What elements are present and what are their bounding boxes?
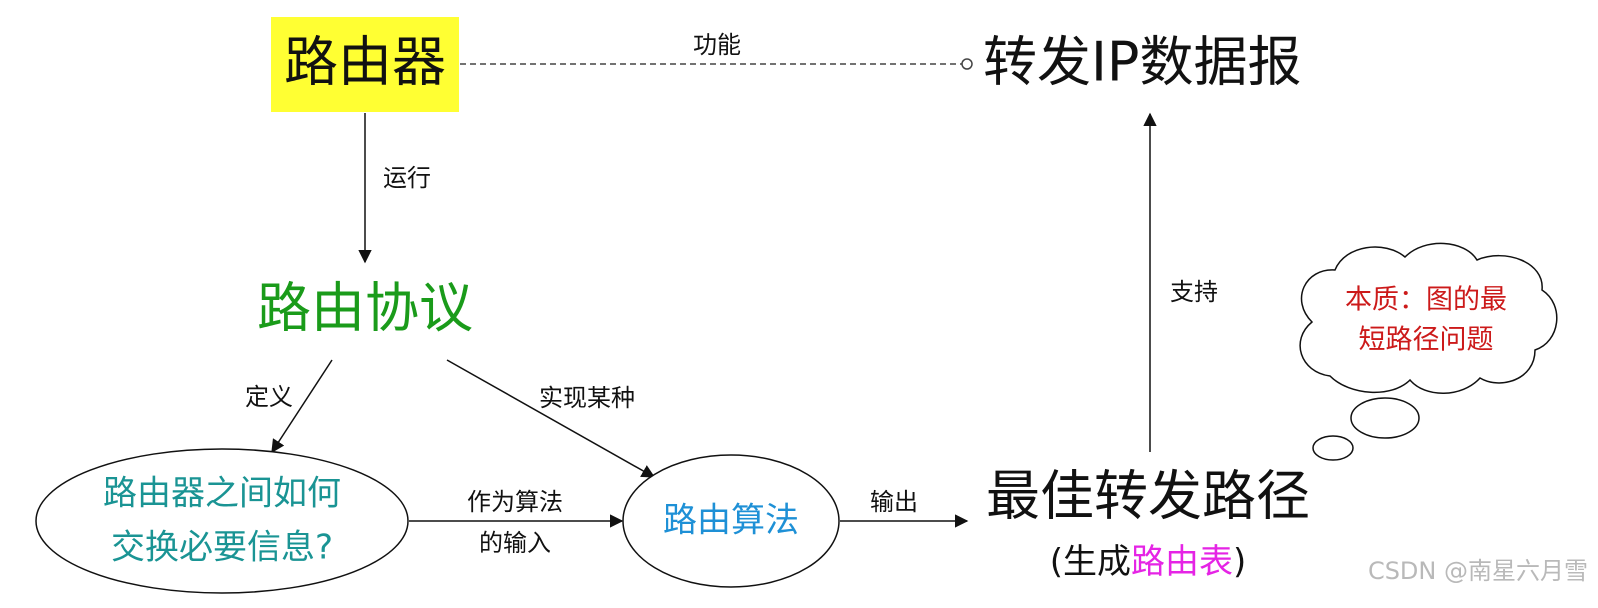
routing-algorithm-node: 路由算法 bbox=[622, 454, 840, 588]
thought-cloud: 本质：图的最 短路径问题 bbox=[1299, 242, 1558, 461]
implement-label: 实现某种 bbox=[539, 384, 635, 412]
as-input-line-2: 的输入 bbox=[479, 529, 551, 557]
edge-function: 功能 bbox=[460, 31, 973, 70]
exchange-info-node: 路由器之间如何 交换必要信息? bbox=[35, 448, 409, 594]
thought-bubble-medium bbox=[1350, 397, 1420, 439]
implement-arrow bbox=[446, 359, 656, 478]
routing-protocol-label: 路由协议 bbox=[257, 277, 473, 340]
routing-table-close-paren: ) bbox=[1233, 542, 1246, 582]
edge-define: 定义 bbox=[245, 359, 333, 454]
as-input-line-1: 作为算法 bbox=[467, 488, 563, 516]
exchange-info-ellipse bbox=[35, 448, 409, 594]
router-label: 路由器 bbox=[284, 31, 446, 94]
define-label: 定义 bbox=[245, 383, 293, 411]
router-node: 路由器 bbox=[271, 17, 459, 112]
support-label: 支持 bbox=[1170, 278, 1218, 306]
routing-table-highlight: 路由表 bbox=[1131, 542, 1233, 582]
exchange-info-line-2: 交换必要信息? bbox=[111, 528, 333, 568]
routing-algorithm-ellipse bbox=[622, 454, 840, 588]
routing-table-note: (生成路由表) bbox=[1050, 542, 1247, 582]
edge-implement: 实现某种 bbox=[446, 359, 656, 478]
thought-cloud-shape bbox=[1299, 242, 1558, 394]
function-label: 功能 bbox=[693, 31, 741, 59]
watermark: CSDN @南星六月雪 bbox=[1368, 557, 1588, 585]
best-path-label: 最佳转发路径 bbox=[986, 465, 1310, 528]
thought-bubble-small bbox=[1312, 435, 1354, 461]
output-label: 输出 bbox=[870, 488, 918, 516]
function-end-circle bbox=[961, 58, 973, 70]
routing-table-open-paren: ( bbox=[1050, 542, 1063, 582]
define-arrow bbox=[271, 359, 333, 454]
edge-as-input: 作为算法 的输入 bbox=[409, 488, 624, 557]
edge-run: 运行 bbox=[358, 113, 431, 264]
edge-output: 输出 bbox=[840, 488, 969, 528]
routing-table-prefix: 生成 bbox=[1063, 542, 1131, 582]
run-label: 运行 bbox=[383, 164, 431, 192]
forward-ip-label: 转发IP数据报 bbox=[983, 31, 1302, 94]
routing-algorithm-label: 路由算法 bbox=[663, 501, 799, 541]
edge-support: 支持 bbox=[1143, 112, 1218, 452]
router-box bbox=[271, 17, 459, 112]
exchange-info-line-1: 路由器之间如何 bbox=[103, 474, 341, 514]
thought-cloud-line-1: 本质：图的最 bbox=[1345, 285, 1507, 316]
thought-cloud-line-2: 短路径问题 bbox=[1359, 325, 1494, 356]
